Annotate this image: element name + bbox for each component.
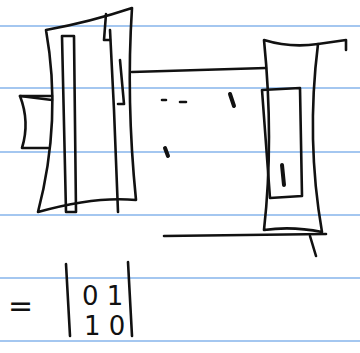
tensor-sketch [20,8,346,336]
ruled-lines [0,26,360,341]
matrix-row: 1 0 [82,312,127,340]
equals-sign: = [6,290,35,322]
matrix-row: 0 1 [80,282,125,310]
